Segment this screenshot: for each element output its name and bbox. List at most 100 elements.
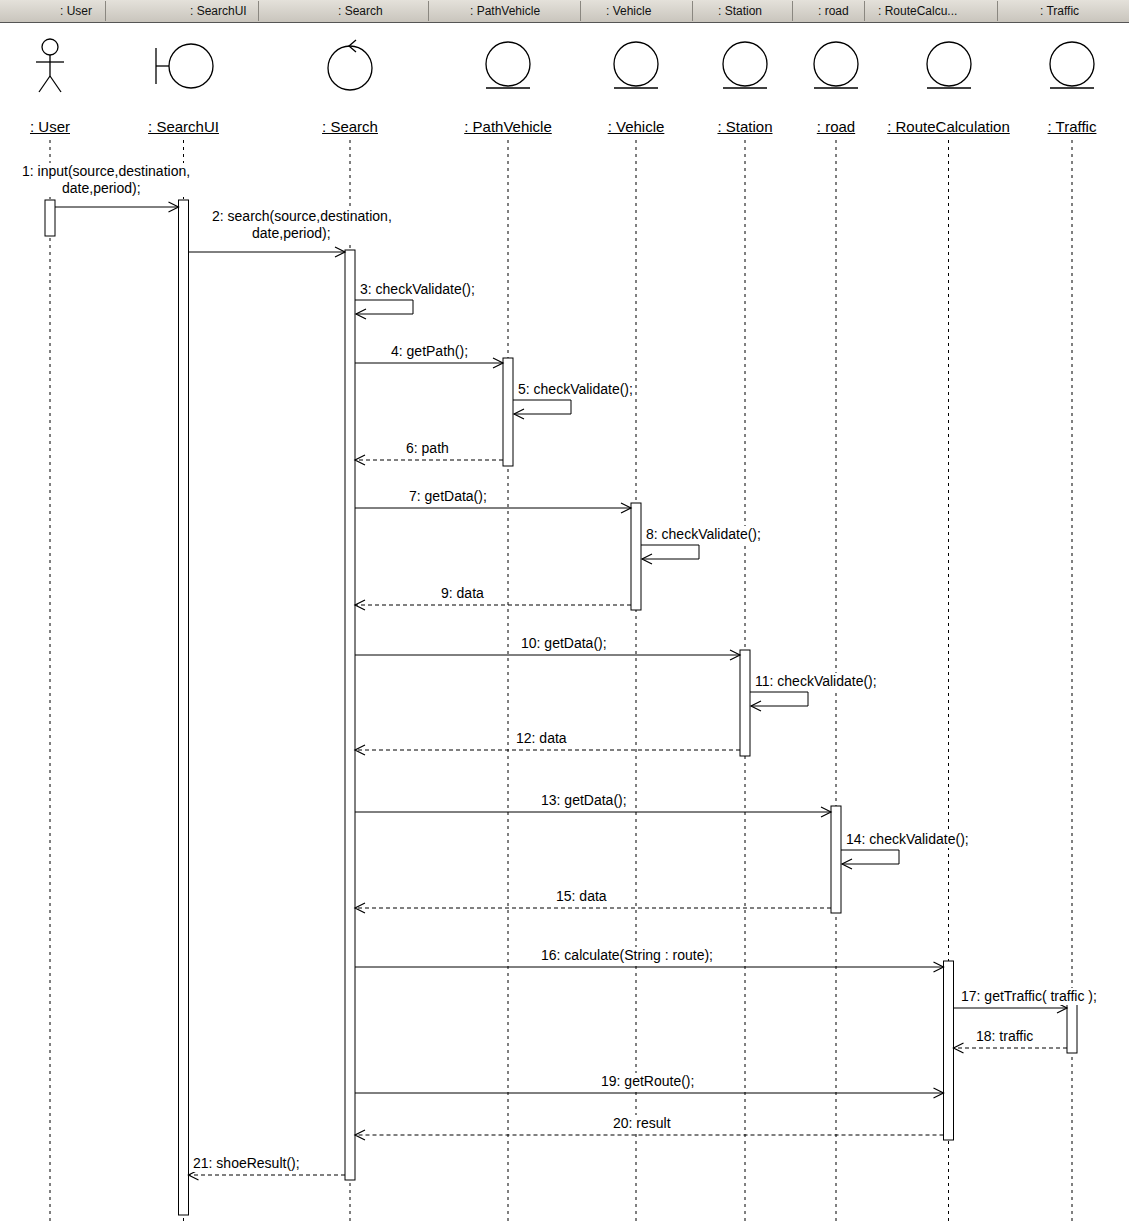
header-separator	[692, 1, 693, 21]
header-rule	[0, 22, 1129, 23]
entity-underline	[927, 87, 971, 88]
header-label: : User	[60, 4, 92, 18]
object-name: : User	[30, 118, 70, 135]
entity-underline	[486, 87, 530, 88]
lifeline-head: : road	[799, 34, 873, 136]
message-label: 7: getData();	[408, 488, 488, 505]
arrow-head	[751, 701, 761, 711]
entity-icon	[1037, 34, 1107, 106]
control-arrow	[349, 40, 356, 52]
activation-bar	[345, 250, 355, 1180]
call-line	[355, 655, 740, 656]
header-separator	[428, 1, 429, 21]
message-arrow	[355, 300, 413, 319]
arrow-head	[621, 503, 631, 513]
entity-circle	[814, 42, 858, 86]
call-line	[355, 967, 944, 968]
object-name: : RouteCalculation	[887, 118, 1010, 135]
header-label: : SearchUI	[190, 4, 247, 18]
object-name: : Station	[717, 118, 772, 135]
message-label: 6: path	[405, 440, 450, 457]
entity-icon	[801, 34, 871, 106]
arrow-head	[934, 962, 944, 972]
lifeline-head: : PathVehicle	[459, 34, 557, 136]
arrow-head	[356, 309, 366, 319]
message-arrow	[513, 400, 571, 419]
call-line	[355, 363, 503, 364]
arrow-head	[934, 1088, 944, 1098]
message-arrow	[750, 692, 808, 711]
call-line	[189, 252, 346, 253]
return-line	[355, 908, 831, 909]
lifeline-head: : RouteCalculation	[882, 34, 1015, 136]
object-name: : Search	[322, 118, 378, 135]
boundary-icon	[149, 34, 219, 106]
lifeline-head: : Search	[313, 34, 387, 136]
actor-arms	[36, 61, 64, 62]
actor-body	[49, 55, 50, 76]
message-label: 1: input(source,destination, date,period…	[22, 163, 263, 197]
message-label: 13: getData();	[540, 792, 628, 809]
activation-bar	[179, 200, 189, 1215]
entity-circle	[614, 42, 658, 86]
control-icon	[315, 34, 385, 106]
message-label: 20: result	[612, 1115, 672, 1132]
message-label: 15: data	[555, 888, 608, 905]
return-line	[954, 1048, 1068, 1049]
arrow-head	[355, 1130, 365, 1140]
entity-icon	[601, 34, 671, 106]
actor-leg	[39, 76, 50, 92]
message-label: 4: getPath();	[390, 343, 469, 360]
header-label: : Vehicle	[606, 4, 651, 18]
header-bar	[0, 0, 1129, 23]
activation-bar	[1067, 1003, 1077, 1053]
arrow-head	[355, 745, 365, 755]
message-label: 2: search(source,destination, date,perio…	[212, 208, 453, 242]
message-label: 5: checkValidate();	[517, 381, 634, 398]
header-separator	[105, 1, 106, 21]
header-label: : RouteCalcu...	[878, 4, 957, 18]
actor-leg	[50, 76, 61, 92]
header-label: : PathVehicle	[470, 4, 540, 18]
entity-underline	[614, 87, 658, 88]
entity-circle	[927, 42, 971, 86]
message-arrow	[355, 503, 631, 513]
message-label: 18: traffic	[975, 1028, 1034, 1045]
header-label: : road	[818, 4, 849, 18]
entity-icon	[710, 34, 780, 106]
call-line	[355, 812, 831, 813]
message-label: 11: checkValidate();	[754, 673, 878, 690]
entity-underline	[814, 87, 858, 88]
arrow-head	[355, 600, 365, 610]
activation-bar	[45, 200, 55, 236]
arrow-head	[335, 247, 345, 257]
call-line	[954, 1008, 1068, 1009]
activation-bar	[631, 503, 641, 610]
header-label: : Traffic	[1040, 4, 1079, 18]
arrow-head	[514, 409, 524, 419]
message-arrow	[641, 545, 699, 564]
message-label: 21: shoeResult();	[192, 1155, 301, 1172]
arrow-head	[642, 554, 652, 564]
lifeline	[508, 140, 509, 1225]
return-line	[189, 1175, 346, 1176]
call-line	[355, 508, 631, 509]
header-separator	[258, 1, 259, 21]
lifeline	[636, 140, 637, 1225]
header-ground	[0, 0, 1129, 22]
arrow-head	[169, 202, 179, 212]
self-call-line	[841, 850, 899, 864]
return-line	[355, 460, 503, 461]
message-label: 16: calculate(String : route);	[540, 947, 714, 964]
return-line	[355, 605, 631, 606]
message-arrow	[841, 850, 899, 869]
message-label: 3: checkValidate();	[359, 281, 476, 298]
message-label: 19: getRoute();	[600, 1073, 695, 1090]
header-separator	[864, 1, 865, 21]
activation-bar	[740, 650, 750, 756]
entity-circle	[1050, 42, 1094, 86]
header-label: : Station	[718, 4, 762, 18]
actor-head	[42, 39, 58, 55]
message-arrow	[55, 202, 179, 212]
arrow-head	[730, 650, 740, 660]
